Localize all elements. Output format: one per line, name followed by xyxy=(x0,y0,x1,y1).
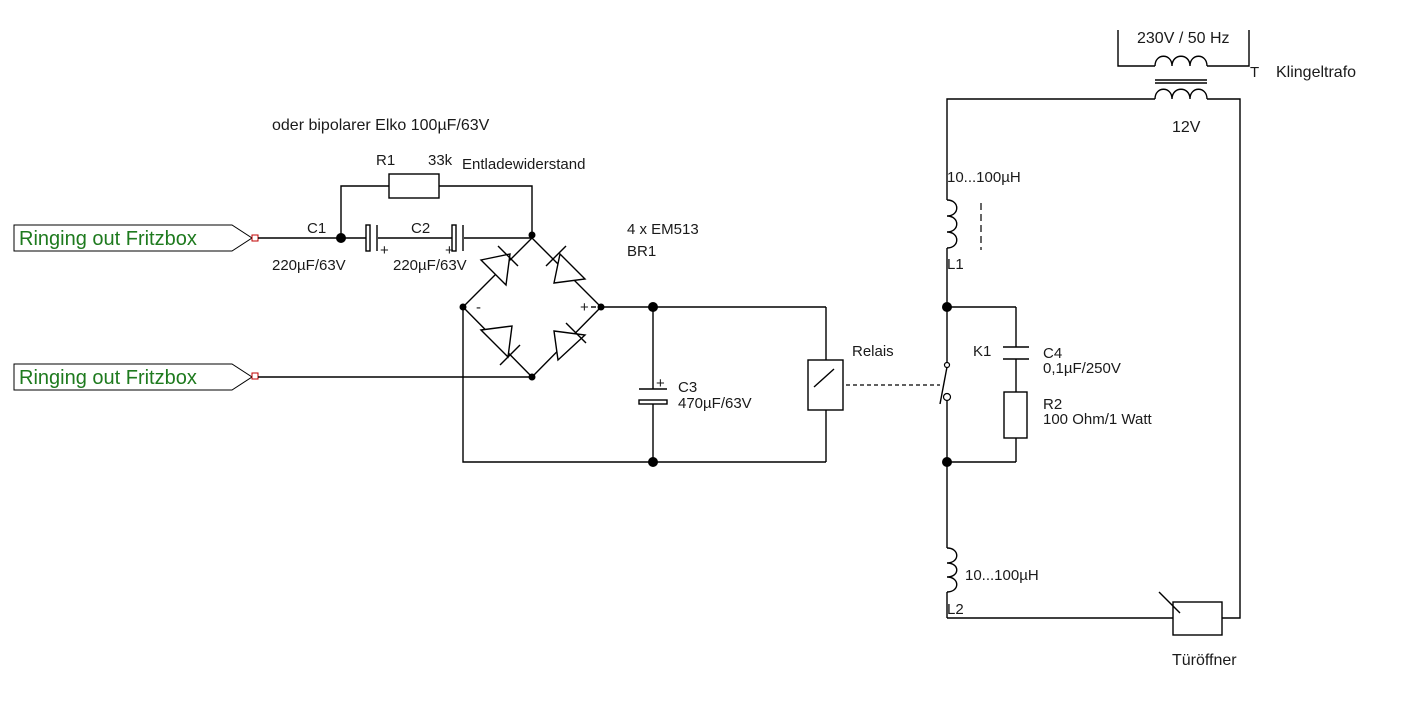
bipolar-note: oder bipolarer Elko 100µF/63V xyxy=(272,117,490,134)
capacitor-c4 xyxy=(1003,346,1029,360)
br1-ref: BR1 xyxy=(627,243,656,260)
l2-ref: L2 xyxy=(947,601,964,618)
capacitor-c3: + xyxy=(638,375,668,405)
labels: oder bipolarer Elko 100µF/63V R1 33k Ent… xyxy=(272,30,1356,669)
c4-value: 0,1µF/250V xyxy=(1043,360,1121,377)
c3-ref: C3 xyxy=(678,379,697,396)
relay-contact-k1 xyxy=(939,361,952,405)
c3-plus: + xyxy=(656,375,665,392)
trafo-primary: 230V / 50 Hz xyxy=(1137,30,1230,47)
k1-ref: K1 xyxy=(973,343,991,360)
wires-left xyxy=(258,185,827,463)
trafo-name: Klingeltrafo xyxy=(1276,64,1356,81)
l1-value: 10...100µH xyxy=(947,169,1021,186)
port-ringing-out-2: Ringing out Fritzbox xyxy=(13,363,259,391)
diode-d4 xyxy=(553,322,587,362)
bridge-plus-sign: + xyxy=(580,299,589,316)
relay-label: Relais xyxy=(852,343,894,360)
r2-ref: R2 xyxy=(1043,396,1062,413)
trafo-ref: T xyxy=(1250,64,1259,81)
bridge-rectifier-br1: - + xyxy=(462,237,602,378)
c1-value: 220µF/63V xyxy=(272,257,346,274)
trafo-secondary: 12V xyxy=(1172,119,1201,136)
junction-dots xyxy=(336,231,952,467)
r2-value: 100 Ohm/1 Watt xyxy=(1043,411,1152,428)
c2-ref: C2 xyxy=(411,220,430,237)
diode-d3 xyxy=(479,325,521,366)
diode-d1 xyxy=(479,245,519,287)
port-2-label: Ringing out Fritzbox xyxy=(19,367,197,389)
bridge-minus-sign: - xyxy=(476,299,481,316)
c4-ref: C4 xyxy=(1043,345,1062,362)
br1-value: 4 x EM513 xyxy=(627,221,699,238)
capacitor-c2: + + xyxy=(365,224,464,259)
diode-d2 xyxy=(545,245,587,284)
relay-coil xyxy=(807,359,940,411)
c2-value: 220µF/63V xyxy=(393,257,467,274)
r1-value: 33k xyxy=(428,152,453,169)
c2-plus-right: + xyxy=(445,242,454,259)
port-1-pin xyxy=(251,234,259,242)
resistor-r2 xyxy=(1003,391,1028,439)
wires-right xyxy=(946,98,1241,619)
port-1-label: Ringing out Fritzbox xyxy=(19,228,197,250)
c2-plus-left: + xyxy=(380,242,389,259)
entlade-label: Entladewiderstand xyxy=(462,156,585,173)
l2-value: 10...100µH xyxy=(965,567,1039,584)
inductor-l1 xyxy=(946,199,982,250)
r1-ref: R1 xyxy=(376,152,395,169)
transformer-klingeltrafo xyxy=(1117,30,1250,100)
port-2-pin xyxy=(251,372,259,380)
port-ringing-out-1: Ringing out Fritzbox xyxy=(13,224,259,252)
inductor-l2 xyxy=(946,547,958,593)
c3-value: 470µF/63V xyxy=(678,395,752,412)
door-opener xyxy=(1158,591,1223,636)
c1-ref: C1 xyxy=(307,220,326,237)
door-opener-label: Türöffner xyxy=(1172,652,1237,669)
resistor-r1 xyxy=(388,173,440,199)
l1-ref: L1 xyxy=(947,256,964,273)
